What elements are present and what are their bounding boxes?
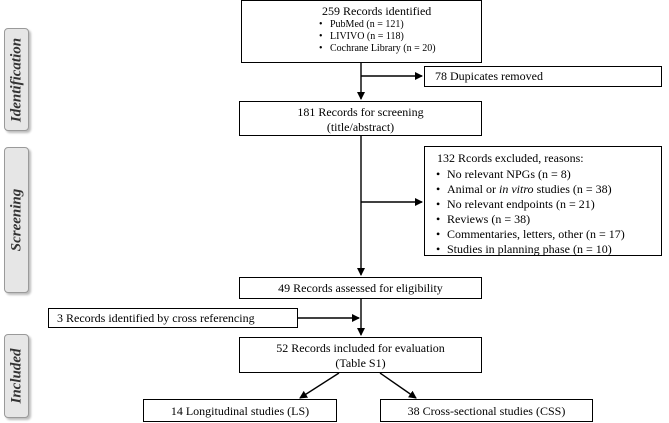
included-box: 52 Records included for evaluation (Tabl… [239, 337, 482, 373]
exclusion-reason: No relevant NPGs (n = 8) [433, 167, 661, 182]
stage-included-tab: Included [4, 334, 29, 418]
exclusion-reasons-list: No relevant NPGs (n = 8) Animal or in vi… [433, 167, 661, 257]
screening-box: 181 Records for screening (title/abstrac… [239, 101, 482, 136]
stage-screening-tab: Screening [4, 147, 29, 293]
stage-identification-label: Identification [8, 37, 24, 122]
source-item: Cochrane Library (n = 20) [316, 43, 481, 55]
arrow-to-longitudinal [299, 372, 340, 399]
stage-screening-label: Screening [8, 188, 24, 252]
exclusion-reason: Reviews (n = 38) [433, 212, 661, 227]
stage-included-label: Included [8, 348, 24, 404]
cross-sectional-box: 38 Cross-sectional studies (CSS) [380, 399, 593, 422]
included-line2: (Table S1) [335, 356, 386, 370]
records-identified-title: 259 Records identified [322, 4, 432, 18]
source-item: PubMed (n = 121) [316, 19, 481, 31]
arrow-to-cross-sectional [379, 372, 417, 399]
cross-reference-text: 3 Records identified by cross referencin… [57, 311, 255, 325]
source-list: PubMed (n = 121) LIVIVO (n = 118) Cochra… [316, 19, 481, 55]
exclusion-reason: Studies in planning phase (n = 10) [433, 242, 661, 257]
records-identified-box: 259 Records identified PubMed (n = 121) … [241, 0, 482, 63]
records-excluded-box: 132 Rcords excluded, reasons: No relevan… [424, 146, 662, 257]
longitudinal-box: 14 Longitudinal studies (LS) [143, 399, 337, 422]
stage-identification-tab: Identification [4, 28, 29, 131]
duplicates-removed-text: 78 Dupicates removed [435, 69, 543, 83]
eligibility-box: 49 Records assessed for eligibility [239, 277, 482, 299]
exclusion-reason: Animal or in vitro studies (n = 38) [433, 182, 661, 197]
screening-line1: 181 Records for screening [297, 105, 424, 119]
eligibility-text: 49 Records assessed for eligibility [278, 281, 443, 295]
source-item: LIVIVO (n = 118) [316, 31, 481, 43]
duplicates-removed-box: 78 Dupicates removed [424, 66, 662, 87]
cross-reference-box: 3 Records identified by cross referencin… [48, 308, 298, 328]
screening-line2: (title/abstract) [326, 120, 395, 134]
exclusion-reason: Commentaries, letters, other (n = 17) [433, 227, 661, 242]
records-excluded-title: 132 Rcords excluded, reasons: [437, 151, 584, 165]
exclusion-reason: No relevant endpoints (n = 21) [433, 197, 661, 212]
cross-sectional-text: 38 Cross-sectional studies (CSS) [407, 404, 566, 418]
longitudinal-text: 14 Longitudinal studies (LS) [170, 404, 310, 418]
included-line1: 52 Records included for evaluation [276, 341, 445, 355]
